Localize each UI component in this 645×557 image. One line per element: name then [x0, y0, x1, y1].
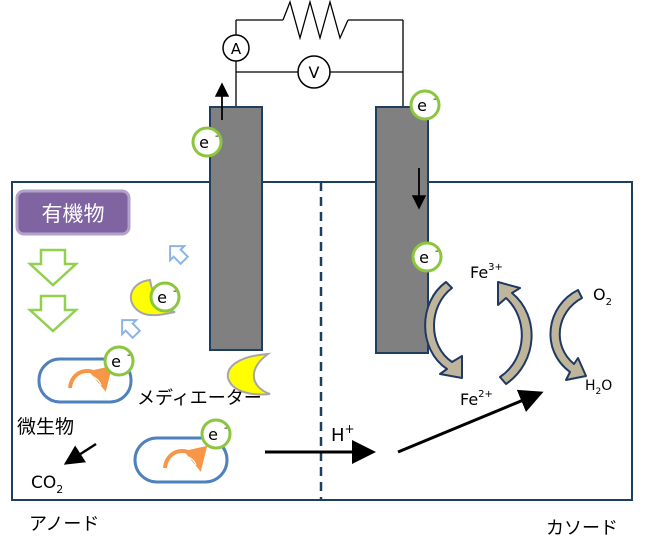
- electron-charge: -: [127, 350, 131, 361]
- down-arrow-icon: [26, 248, 80, 287]
- mediator-flow-arrow-icon: [169, 245, 190, 266]
- electron-icon: e -: [411, 241, 443, 273]
- organic-matter-box: 有機物: [15, 189, 131, 236]
- electron-icon: e -: [191, 126, 223, 158]
- cathode-electrode: [375, 106, 429, 354]
- microbe-cell-icon: e -: [37, 345, 135, 404]
- fe2-label: Fe2+: [460, 389, 493, 409]
- co2-label: CO2: [31, 473, 63, 496]
- microbe-cell-icon: e -: [133, 418, 232, 484]
- o2-label: O2: [593, 285, 612, 308]
- iron-redox-cycle-icon: [424, 281, 533, 385]
- electron-charge: -: [173, 286, 177, 297]
- organic-matter-label: 有機物: [42, 202, 105, 226]
- fe3-label: Fe3+: [470, 262, 503, 282]
- ammeter-label: A: [231, 40, 242, 58]
- microbe-label: 微生物: [17, 416, 74, 438]
- mediator-flow-arrow-icon: [121, 319, 142, 340]
- ammeter-icon: A: [222, 34, 250, 62]
- electron-label: e: [157, 288, 167, 307]
- electron-icon: e -: [409, 89, 441, 121]
- mediator-reduced-icon: e -: [129, 278, 181, 317]
- external-circuit: [235, 0, 404, 107]
- mediator-oxidized-icon: [226, 352, 272, 396]
- electron-label: e: [199, 133, 209, 152]
- cathode-label: カソード: [546, 518, 618, 539]
- electron-label: e: [208, 425, 218, 444]
- electron-charge: -: [433, 94, 437, 105]
- voltmeter-icon: V: [297, 55, 331, 89]
- electron-charge: -: [224, 423, 228, 434]
- proton-to-cathode-arrow: [397, 389, 544, 454]
- electron-label: e: [111, 352, 121, 371]
- voltmeter-label: V: [309, 63, 320, 82]
- mediator-label: メディエーター: [137, 388, 262, 409]
- oxygen-reduction-arrow-icon: [549, 289, 587, 381]
- electron-label: e: [417, 96, 427, 115]
- electron-label: e: [419, 248, 429, 267]
- h2o-label: H2O: [585, 378, 612, 397]
- electron-charge: -: [215, 131, 219, 142]
- down-arrow-icon: [26, 294, 80, 333]
- co2-arrow: [63, 442, 97, 465]
- proton-label: H+: [331, 422, 355, 446]
- electron-charge: -: [435, 246, 439, 257]
- anode-label: アノード: [29, 514, 99, 535]
